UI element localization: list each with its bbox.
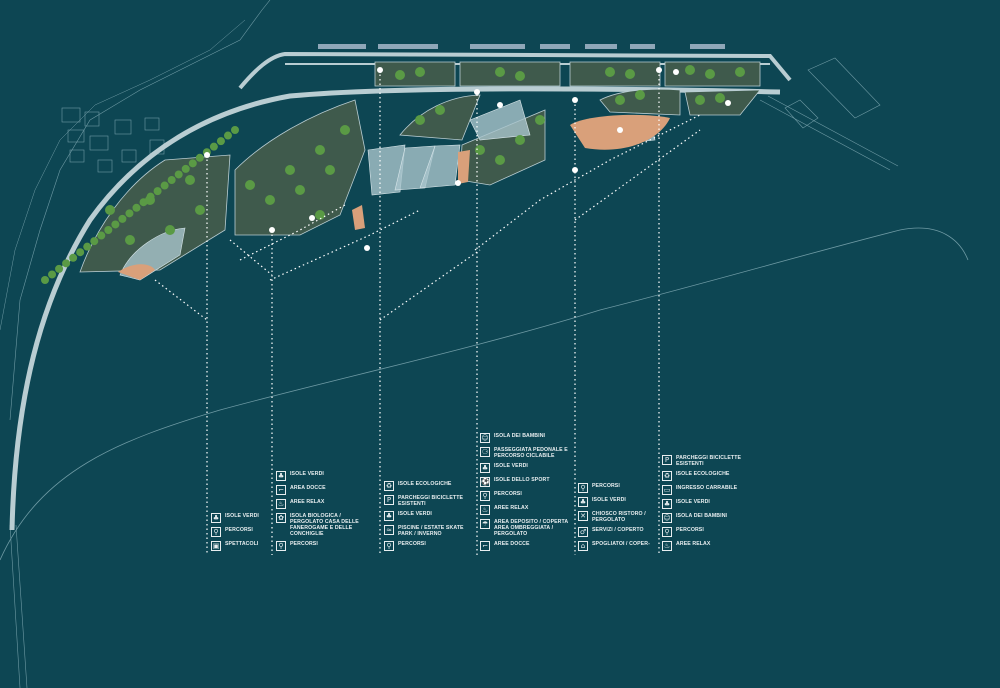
tree — [118, 214, 127, 223]
tree — [62, 259, 71, 268]
tree — [315, 210, 325, 220]
tree — [188, 159, 197, 168]
tree — [195, 153, 204, 162]
tree — [104, 226, 113, 234]
tree — [216, 137, 225, 146]
left-shoreline — [9, 0, 271, 421]
tree — [695, 95, 705, 105]
tree — [165, 225, 175, 235]
tree — [181, 164, 190, 173]
tree — [395, 70, 405, 80]
tree — [69, 253, 78, 262]
tree — [735, 67, 745, 77]
tree — [535, 115, 545, 125]
tree — [295, 185, 305, 195]
tree — [174, 170, 183, 179]
coastline — [0, 227, 969, 561]
tree — [315, 145, 325, 155]
tree — [160, 181, 169, 190]
tree — [145, 195, 155, 205]
tree — [90, 237, 99, 246]
tree — [325, 165, 335, 175]
tree — [635, 90, 645, 100]
tree — [195, 205, 205, 215]
leader-dots — [204, 67, 731, 251]
promenade-road — [9, 86, 781, 531]
jetty-right — [759, 95, 899, 171]
tree — [209, 142, 218, 151]
trees — [41, 65, 745, 284]
tree — [48, 270, 57, 279]
tree — [231, 126, 239, 134]
tree — [625, 69, 635, 79]
tree — [515, 71, 525, 81]
buildings-right — [784, 57, 881, 129]
tree — [41, 276, 49, 284]
tree — [705, 69, 715, 79]
tree — [495, 67, 505, 77]
tree — [223, 131, 232, 140]
tree — [415, 67, 425, 77]
tree — [111, 220, 120, 229]
tree — [132, 203, 141, 212]
tree — [265, 195, 275, 205]
tree — [340, 125, 350, 135]
pier — [9, 524, 28, 688]
tree — [685, 65, 695, 75]
tree — [76, 248, 85, 257]
tree — [285, 165, 295, 175]
tree — [125, 235, 135, 245]
tree — [97, 231, 106, 240]
buildings-left — [61, 107, 165, 173]
tree — [245, 180, 255, 190]
tree — [125, 209, 134, 218]
tree — [605, 67, 615, 77]
tree — [515, 135, 525, 145]
tree — [185, 175, 195, 185]
parking-rows — [318, 44, 725, 49]
tree — [495, 155, 505, 165]
tree — [167, 176, 176, 184]
tree — [715, 93, 725, 103]
tree — [615, 95, 625, 105]
tree — [105, 205, 115, 215]
tree — [55, 264, 64, 273]
tree — [153, 187, 162, 196]
leader-lines — [154, 70, 701, 555]
tree — [475, 145, 485, 155]
tree — [83, 242, 92, 251]
left-shoreline-outer — [0, 19, 246, 331]
upper-road — [238, 51, 792, 90]
tree — [435, 105, 445, 115]
tree — [415, 115, 425, 125]
